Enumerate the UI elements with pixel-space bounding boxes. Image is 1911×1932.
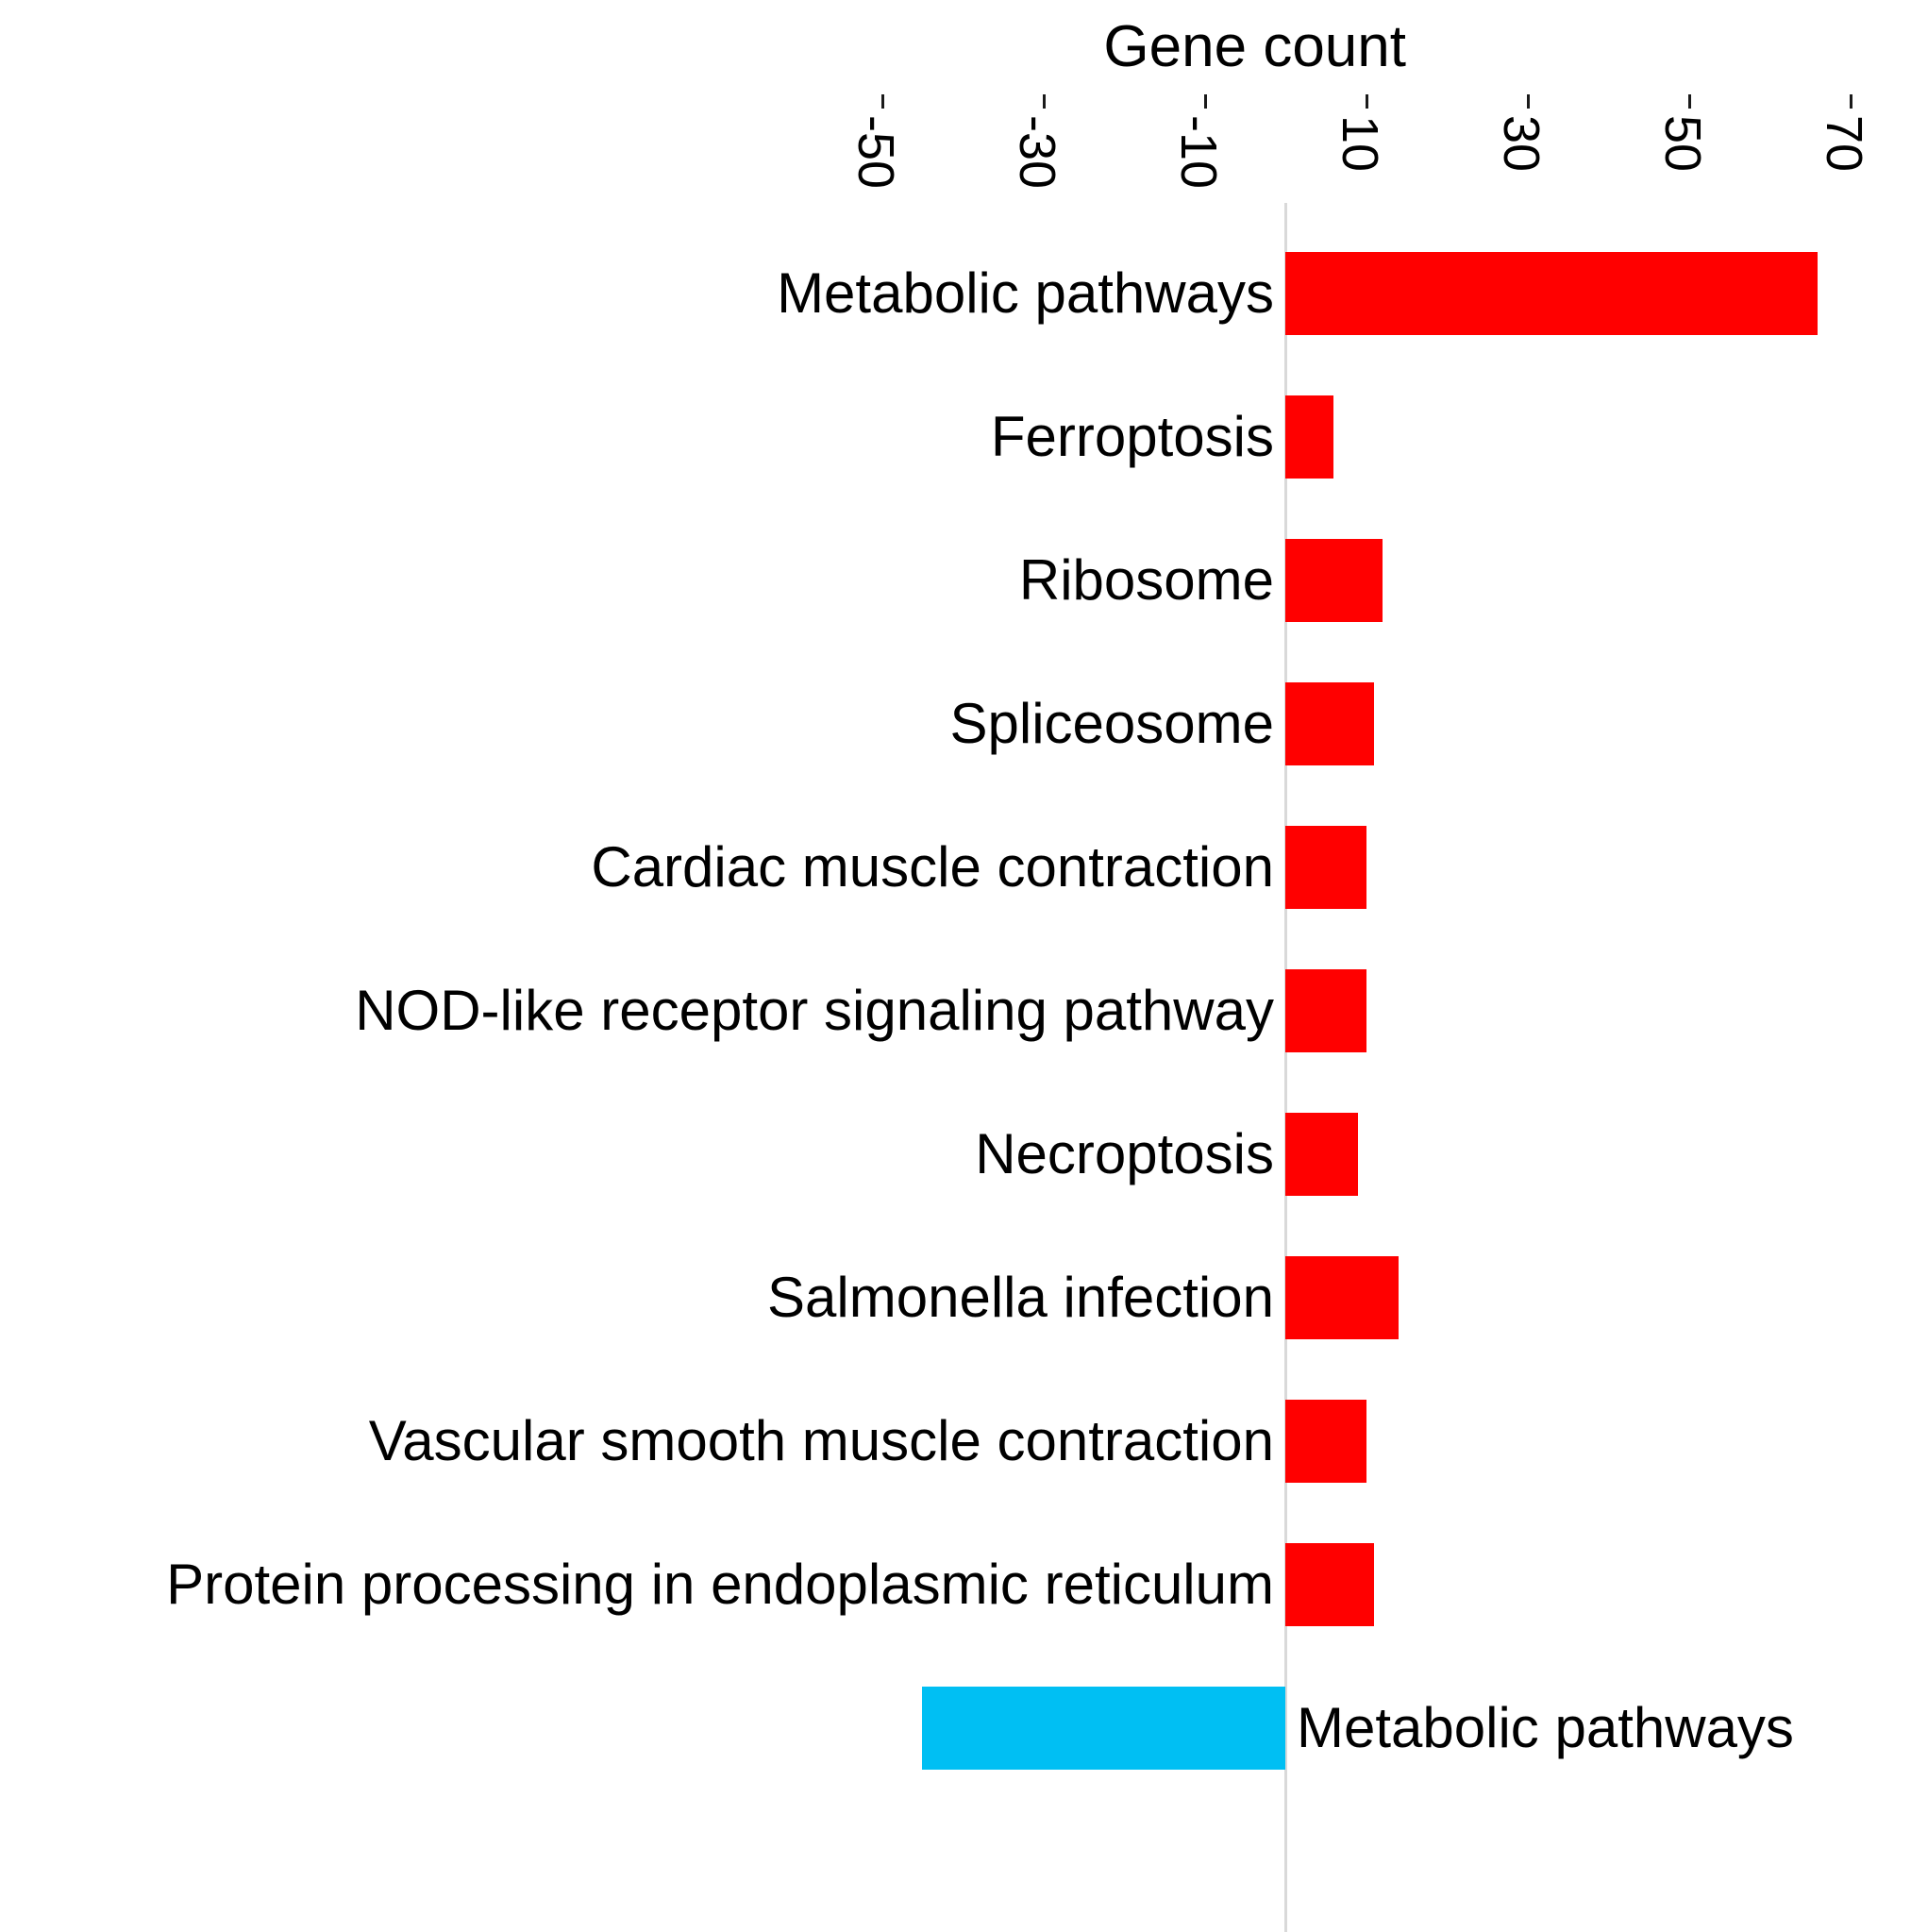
bar-label: Cardiac muscle contraction [591,835,1274,899]
x-tick-mark [1526,94,1530,109]
bar-up[interactable] [1285,1543,1375,1626]
chart-row[interactable]: Ribosome [0,509,1911,652]
axis-title: Gene count [1103,14,1406,79]
chart-row[interactable]: Ferroptosis [0,365,1911,509]
x-tick-mark [1849,94,1852,109]
x-tick-mark [1365,94,1368,109]
chart-row[interactable]: Metabolic pathways [0,222,1911,365]
chart-row[interactable]: Vascular smooth muscle contraction [0,1369,1911,1513]
chart-row[interactable]: Necroptosis [0,1083,1911,1226]
chart-row[interactable]: Protein processing in endoplasmic reticu… [0,1513,1911,1656]
x-tick-mark [880,94,884,109]
chart-row[interactable]: Salmonella infection [0,1226,1911,1369]
chart-row[interactable]: Metabolic pathways [0,1656,1911,1800]
bar-up[interactable] [1285,1400,1366,1483]
bar-up[interactable] [1285,539,1383,622]
bar-label: Salmonella infection [767,1266,1274,1329]
bar-up[interactable] [1285,969,1366,1052]
bar-label: Spliceosome [949,692,1274,755]
chart-row[interactable]: NOD-like receptor signaling pathway [0,939,1911,1083]
chart-row[interactable]: Spliceosome [0,652,1911,796]
bar-label: Ribosome [1018,548,1274,612]
x-tick-mark [1687,94,1691,109]
bar-up[interactable] [1285,395,1334,479]
chart-row[interactable]: Cardiac muscle contraction [0,796,1911,939]
bar-up[interactable] [1285,826,1366,909]
bar-label: Metabolic pathways [1297,1696,1794,1759]
bar-label: NOD-like receptor signaling pathway [355,979,1274,1042]
bar-down[interactable] [922,1687,1285,1770]
bar-up[interactable] [1285,682,1375,765]
bar-label: Vascular smooth muscle contraction [368,1409,1274,1472]
x-tick-mark [1203,94,1207,109]
bar-up[interactable] [1285,1113,1358,1196]
bar-label: Necroptosis [975,1122,1274,1185]
bar-label: Ferroptosis [990,405,1274,468]
x-tick-mark [1042,94,1046,109]
bar-label: Metabolic pathways [777,261,1274,325]
bar-up[interactable] [1285,1256,1399,1339]
bar-up[interactable] [1285,252,1819,335]
zero-axis-line [1284,203,1287,1932]
bar-label: Protein processing in endoplasmic reticu… [166,1553,1274,1616]
